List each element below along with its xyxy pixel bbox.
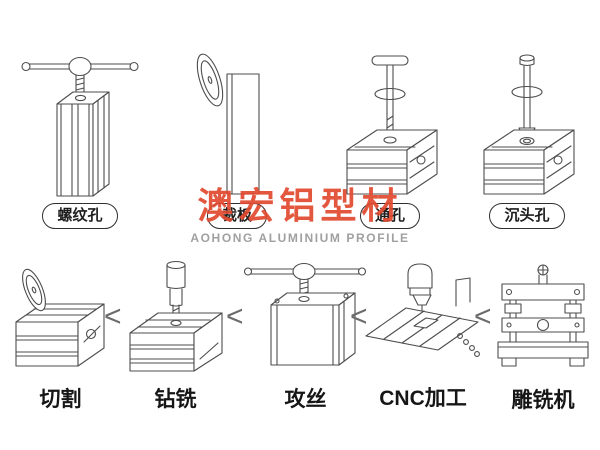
saw-blade bbox=[196, 53, 224, 107]
less-than-separator-icon: < bbox=[104, 300, 122, 333]
feature-threaded-hole: 螺纹孔 bbox=[15, 48, 145, 229]
less-than-separator-icon: < bbox=[350, 300, 368, 333]
tap-tool bbox=[243, 262, 367, 300]
cnc-machining-icon bbox=[365, 263, 480, 357]
block-body bbox=[270, 292, 356, 366]
feature-label-pill: 沉头孔 bbox=[489, 203, 565, 229]
drill-tool bbox=[371, 55, 409, 141]
feature-label-pill: 通孔 bbox=[359, 203, 420, 229]
machine-frame bbox=[497, 264, 589, 367]
cable-chain bbox=[457, 333, 480, 357]
profile-body bbox=[56, 91, 110, 197]
step-label: 攻丝 bbox=[284, 388, 327, 411]
step-label: 钻铣 bbox=[154, 388, 197, 411]
feature-label-pill: 螺纹孔 bbox=[42, 203, 118, 229]
countersunk-hole-icon bbox=[483, 54, 575, 195]
engraving-milling-machine-icon bbox=[497, 264, 589, 367]
brand-name-en: AOHONG ALUMINIUM PROFILE bbox=[190, 230, 410, 245]
milling-bit bbox=[166, 260, 186, 322]
threaded-hole-icon bbox=[21, 56, 139, 197]
panel bbox=[226, 73, 260, 195]
cutting-icon bbox=[15, 268, 105, 367]
brand-name-cn: 澳宏铝型材 bbox=[197, 185, 403, 226]
step-cutting: 切割 bbox=[8, 262, 113, 413]
profile-body bbox=[346, 129, 438, 195]
step-label: 切割 bbox=[39, 388, 82, 411]
tap-tool bbox=[21, 56, 139, 99]
spindle-head bbox=[407, 263, 471, 317]
step-label: CNC加工 bbox=[379, 387, 467, 410]
feature-countersunk-hole: 沉头孔 bbox=[462, 48, 592, 229]
feature-through-hole: 通孔 bbox=[325, 48, 455, 229]
machine-bed bbox=[365, 307, 479, 351]
brand-watermark: 澳宏铝型材 AOHONG ALUMINIUM PROFILE bbox=[0, 186, 600, 245]
step-cnc-machining: CNC加工 bbox=[362, 258, 484, 412]
less-than-separator-icon: < bbox=[474, 300, 492, 333]
feature-label-pill: 裁板 bbox=[206, 203, 267, 229]
through-hole-icon bbox=[346, 55, 438, 195]
step-engraving-machine: 雕铣机 bbox=[488, 260, 598, 414]
step-tapping: 攻丝 bbox=[243, 255, 368, 413]
profile-body bbox=[15, 303, 105, 367]
profile-body bbox=[483, 129, 575, 195]
step-drill-milling: 钻铣 bbox=[118, 255, 233, 413]
saw-blade bbox=[22, 268, 46, 312]
feature-panel-cutting: 裁板 bbox=[172, 48, 302, 229]
drill-milling-icon bbox=[129, 260, 223, 372]
profile-body bbox=[129, 312, 223, 372]
countersink-tool bbox=[511, 54, 543, 139]
tapping-icon bbox=[243, 262, 367, 366]
step-label: 雕铣机 bbox=[511, 389, 575, 412]
panel-cutting-icon bbox=[196, 53, 260, 195]
less-than-separator-icon: < bbox=[226, 300, 244, 333]
